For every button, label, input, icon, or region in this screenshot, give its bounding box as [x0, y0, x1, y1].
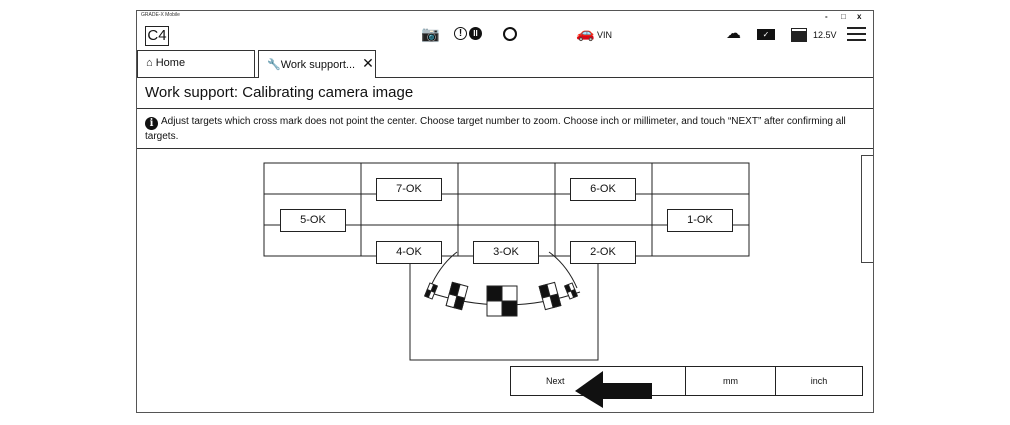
tab-work-support[interactable]: 🔧Work support... ✕ — [258, 50, 376, 78]
checkerboard-targets — [424, 281, 578, 317]
info-text: Adjust targets which cross mark does not… — [145, 116, 846, 142]
logo: C4 — [145, 26, 169, 46]
target-1-button[interactable]: 1-OK — [667, 209, 733, 232]
target-6-button[interactable]: 6-OK — [570, 178, 636, 201]
minimize-button[interactable]: - — [825, 12, 828, 21]
divider — [137, 77, 873, 78]
tab-home[interactable]: ⌂ Home — [137, 50, 255, 77]
close-window-button[interactable]: x — [857, 12, 862, 21]
wrench-icon: 🔧 — [267, 59, 281, 71]
target-2-button[interactable]: 2-OK — [570, 241, 636, 264]
alert-icon[interactable]: ! — [454, 27, 467, 40]
maximize-button[interactable]: □ — [841, 12, 846, 21]
target-3-button[interactable]: 3-OK — [473, 241, 539, 264]
user-icon[interactable] — [503, 27, 517, 41]
battery-voltage: 12.5V — [813, 30, 837, 40]
tab-label: Work support... — [280, 59, 356, 71]
page-title: Work support: Calibrating camera image — [137, 78, 873, 109]
mm-button[interactable]: mm — [685, 366, 776, 396]
info-icon: i — [145, 117, 158, 130]
target-5-button[interactable]: 5-OK — [280, 209, 346, 232]
scrollbar[interactable] — [861, 155, 873, 263]
target-7-button[interactable]: 7-OK — [376, 178, 442, 201]
pause-icon[interactable]: II — [469, 27, 482, 40]
arrow-annotation — [575, 371, 652, 408]
vci-icon: ✓ — [757, 29, 775, 40]
menu-icon[interactable] — [847, 27, 866, 41]
tab-label: Home — [155, 57, 186, 69]
app-title: GRADE-X Mobile — [141, 12, 180, 18]
car-icon: 🚗 — [576, 25, 595, 42]
wireless-icon: ☁ — [726, 25, 741, 42]
battery-icon — [791, 28, 807, 42]
home-icon: ⌂ — [146, 57, 153, 69]
vin-label[interactable]: VIN — [597, 30, 613, 40]
app-window: GRADE-X Mobile - □ x C4 📷 ! II 🚗 VIN ☁ ✓… — [136, 10, 874, 413]
screenshot-icon[interactable]: 📷 — [421, 26, 440, 43]
inch-button[interactable]: inch — [775, 366, 863, 396]
close-tab-icon[interactable]: ✕ — [362, 55, 374, 71]
target-4-button[interactable]: 4-OK — [376, 241, 442, 264]
